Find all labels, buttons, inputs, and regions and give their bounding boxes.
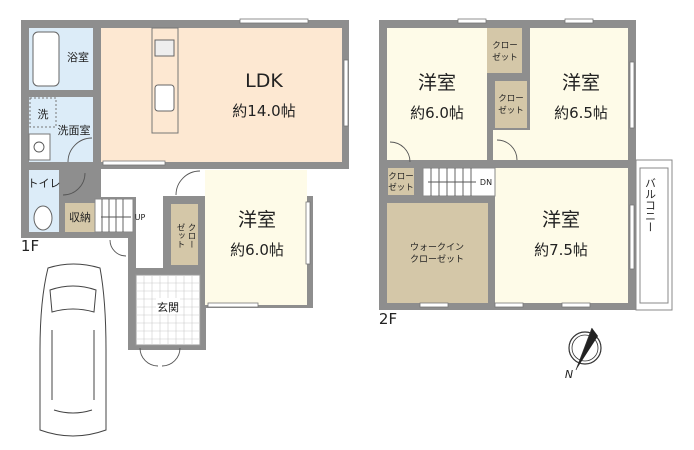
- bath-label: 浴室: [67, 50, 89, 64]
- walk-in-closet: [387, 203, 488, 303]
- washer-space: [29, 97, 57, 128]
- room-c-size: 約7.5帖: [534, 241, 588, 259]
- window[interactable]: [207, 302, 259, 308]
- bathtub-icon: [32, 31, 60, 87]
- door-swing-icon: [175, 170, 201, 196]
- closet-label: ゼット: [498, 105, 524, 116]
- closet: [495, 81, 527, 128]
- floor-1: 浴室 洗 洗面室 LDK 約14.0帖 トイレ 収納 UP 1F 洋室: [21, 18, 349, 437]
- door-swing-icon: [67, 137, 93, 163]
- closet-label: クロー: [186, 223, 196, 249]
- closet: [388, 168, 414, 195]
- window[interactable]: [419, 302, 449, 308]
- wic-label: クローゼット: [410, 253, 464, 265]
- room-size: 約6.0帖: [230, 241, 284, 259]
- closet-label: ゼット: [492, 52, 518, 63]
- sink-drain-icon: [33, 141, 45, 153]
- floor-2-label: 2F: [379, 310, 397, 328]
- window[interactable]: [564, 18, 594, 24]
- room-a-name: 洋室: [418, 72, 456, 94]
- washroom-label: 洗面室: [58, 123, 91, 137]
- toilet-label: トイレ: [28, 177, 61, 190]
- floor-2: バルコニー 洋室 約6.0帖 洋室 約6.5帖 クロー ゼット クロー ゼット …: [379, 18, 673, 381]
- toilet-icon: [33, 205, 53, 231]
- room-ldk: [101, 28, 342, 162]
- entrance-label: 玄関: [157, 300, 179, 314]
- storage-label: 収納: [69, 211, 91, 224]
- room-western-2f-b: [530, 28, 628, 160]
- window[interactable]: [305, 201, 311, 265]
- ldk-name: LDK: [245, 70, 283, 92]
- ldk-size: 約14.0帖: [232, 102, 295, 120]
- kitchen-sink-icon: [154, 84, 175, 112]
- hallway: [136, 196, 163, 268]
- entrance-door-icon[interactable]: [139, 347, 181, 367]
- room-western-1f: [205, 170, 307, 305]
- stairs-down-label: DN: [480, 178, 492, 187]
- window[interactable]: [629, 204, 635, 270]
- window[interactable]: [457, 18, 487, 24]
- room-a-size: 約6.0帖: [410, 104, 464, 122]
- closet-label: ゼット: [175, 223, 185, 249]
- closet-label: クロー: [388, 172, 414, 182]
- closet-label: クロー: [498, 94, 524, 104]
- sink-icon: [28, 133, 51, 161]
- room-western-2f-c: [495, 168, 628, 303]
- floor-1-label: 1F: [21, 237, 39, 255]
- storage: [65, 203, 95, 232]
- stove-icon: [154, 39, 175, 57]
- north-arrow-compass-icon: [568, 327, 602, 371]
- window[interactable]: [343, 59, 349, 127]
- stairs-1f[interactable]: [94, 198, 134, 233]
- closet-label: ゼット: [388, 182, 414, 193]
- door-swing-icon: [109, 239, 127, 257]
- door-swing-icon: [62, 172, 86, 196]
- closet: [171, 204, 198, 265]
- hallway: [101, 169, 163, 197]
- room-western-2f-a: [387, 28, 487, 160]
- closet-label: クロー: [492, 41, 518, 51]
- window[interactable]: [494, 302, 524, 308]
- washer-label: 洗: [38, 108, 49, 121]
- stairs-2f[interactable]: [422, 167, 496, 197]
- window[interactable]: [561, 302, 591, 308]
- room-b-name: 洋室: [562, 72, 600, 94]
- closet: [487, 28, 522, 73]
- window[interactable]: [629, 61, 635, 129]
- room-c-name: 洋室: [542, 209, 580, 231]
- stairs-up-label: UP: [135, 213, 146, 222]
- window[interactable]: [102, 160, 166, 166]
- north-label: N: [565, 368, 573, 381]
- wic-label: ウォークイン: [410, 242, 464, 253]
- room-b-size: 約6.5帖: [554, 104, 608, 122]
- balcony-label: バルコニー: [644, 178, 657, 233]
- room-name: 洋室: [238, 209, 276, 231]
- car-icon: [39, 263, 107, 437]
- window[interactable]: [239, 18, 309, 24]
